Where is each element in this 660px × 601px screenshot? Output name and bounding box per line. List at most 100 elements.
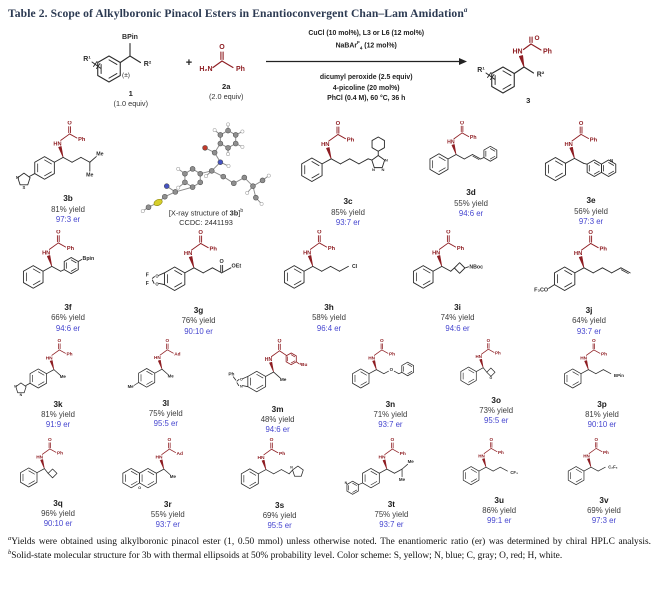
footnote-marker-b: b [8, 548, 12, 556]
xray-caption-pre: [X-ray structure of [168, 208, 230, 218]
xray-footnote-marker: b [240, 207, 244, 214]
methyl-label: Me [60, 374, 67, 379]
heteroatom-label: O [138, 485, 141, 489]
acyl-label: Ad [174, 351, 180, 356]
amide-nh-label: HN [574, 251, 582, 257]
r1-label: R¹ [478, 67, 486, 74]
heteroatom-label: S [23, 185, 26, 190]
r2-label: R² [537, 71, 545, 78]
carbon-atom [211, 149, 218, 156]
compound-yield: 81% yield [41, 410, 75, 420]
phenyl-label: Ph [236, 66, 245, 73]
carbonyl-o-label: O [198, 230, 203, 236]
acyl-label: Ph [67, 246, 75, 252]
compound-er: 95:5 er [153, 419, 178, 429]
substrate-1-label: 1 [128, 89, 133, 99]
acyl-label: Ph [279, 451, 285, 457]
carbonyl-o-label: O [490, 438, 494, 442]
fluorine-label: F [145, 281, 148, 287]
sulfur-atom [153, 198, 163, 206]
heteroatom-label: N [610, 158, 613, 163]
acyl-label: Ph [400, 451, 406, 457]
compound-id: 3e [586, 195, 596, 205]
carbonyl-o-label: O [67, 121, 72, 127]
carbon-atom [253, 194, 259, 201]
carbonyl-o-label: O [56, 230, 61, 236]
carbon-atom [250, 183, 256, 189]
amide-nh-label: HN [303, 250, 311, 256]
carbon-atom [217, 140, 224, 147]
heteroatom-label: N [14, 384, 17, 388]
footnote-text-b: Solid-state molecular structure for 3b w… [11, 550, 563, 561]
carbon-atom [232, 140, 239, 147]
amide-nh-label: HN [379, 454, 386, 460]
compound-id: 3s [275, 500, 285, 510]
compound-id: 3m [271, 404, 284, 414]
amide-nh-label: HN [53, 141, 61, 147]
heteroatom-label: O [155, 273, 159, 278]
carbonyl-o-label: O [380, 339, 384, 344]
compound-id: 3c [343, 196, 353, 206]
condition-line-1: CuCl (10 mol%), L3 or L6 (12 mol%) [308, 30, 425, 38]
compound-er: 93:7 er [155, 520, 180, 530]
acyl-label: Ph [328, 246, 336, 252]
compound-id: 3k [53, 399, 63, 409]
nabarf-sup: F [357, 39, 360, 45]
compound-er: 96:4 er [316, 323, 342, 333]
hydrogen-atom [140, 209, 145, 213]
terminal-group-label: CF₃ [511, 470, 519, 475]
heteroatom-label: N [240, 384, 243, 388]
acyl-label: Ph [603, 449, 609, 454]
heteroatom-label: N [290, 465, 293, 469]
nabarf-post: (12 mol%) [362, 42, 397, 50]
xray-ccdc: CCDC: 2441193 [179, 217, 233, 227]
amide-nh-label: HN [155, 454, 162, 460]
compound-yield: 55% yield [454, 198, 488, 208]
carbonyl-o-label: O [277, 339, 281, 344]
nabarf-base: NaBAr [335, 42, 358, 50]
compound-yield: 71% yield [373, 410, 408, 420]
methyl-label: Me [167, 373, 174, 378]
compound-er: 97:3 er [578, 216, 604, 226]
hydrogen-atom [176, 185, 181, 190]
xray-caption-post: ] [238, 208, 241, 218]
compound-yield: 96% yield [41, 509, 75, 519]
carbon-atom [231, 180, 237, 186]
carbon-atom [217, 131, 224, 138]
amide-nh-label: HN [513, 48, 523, 55]
compound-yield: 56% yield [574, 206, 608, 216]
compound-id: 3q [53, 498, 63, 508]
reaction-arrow [265, 53, 468, 71]
carbonyl-o-label: O [165, 339, 169, 343]
amide-nh-label: HN [257, 455, 265, 461]
methyl-label: Me [279, 377, 286, 383]
condition-line-5: PhCl (0.4 M), 60 °C, 36 h [327, 95, 406, 102]
bpin-label: Bpin [83, 256, 95, 262]
acyl-label: Ph [600, 246, 608, 252]
heteroatom-label: N [385, 157, 388, 162]
carbonyl-o-label: O [460, 121, 464, 126]
hydrogen-atom [176, 166, 181, 171]
hydrogen-atom [240, 129, 245, 134]
compound-er: 94:6 er [55, 323, 81, 333]
